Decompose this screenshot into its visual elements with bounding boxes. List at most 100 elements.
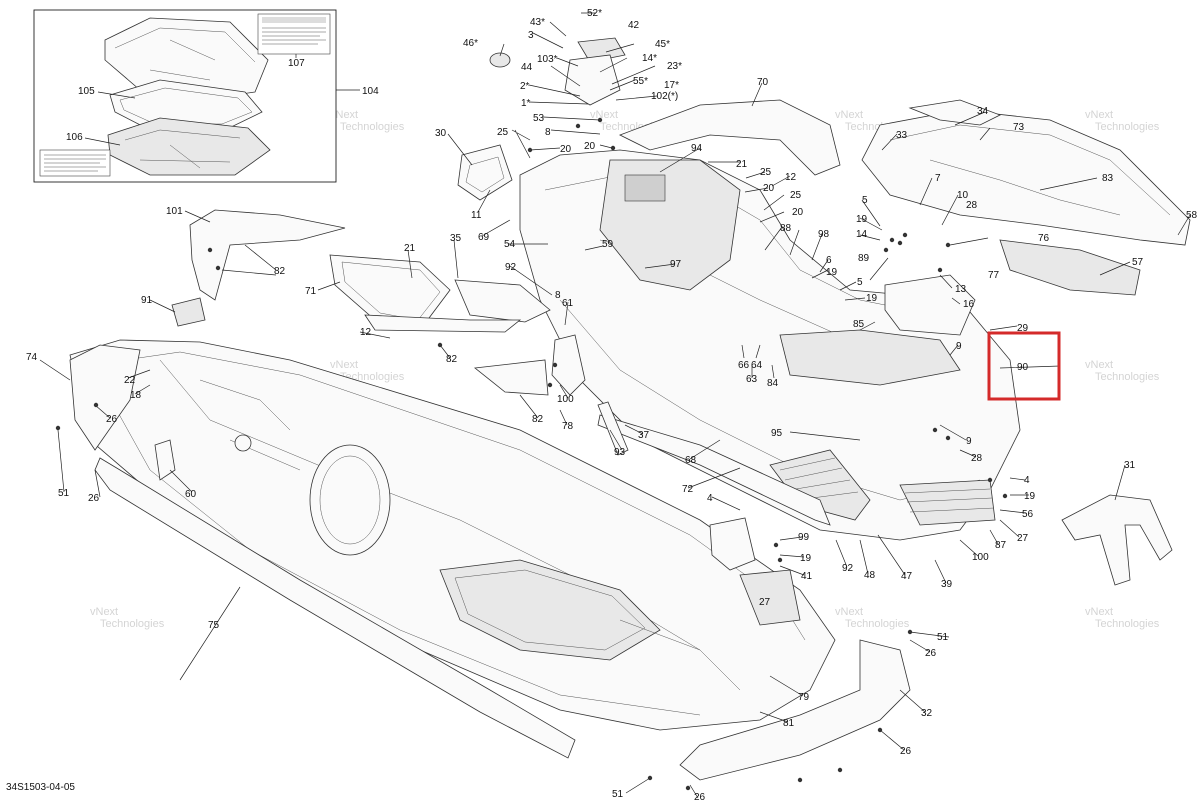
callout-label: 19	[826, 267, 838, 278]
callout-label: 39	[941, 579, 953, 590]
callout-label: 8	[545, 127, 551, 138]
callout-label: 10	[957, 190, 969, 201]
callout-label: 8	[555, 290, 561, 301]
callout-label: 14	[856, 229, 868, 240]
callout-label: 51	[937, 632, 949, 643]
callout-label: 84	[767, 378, 779, 389]
callout-labels: 52* 42 43* 3 46* 45* 103* 14* 23* 44 55*…	[26, 8, 1198, 803]
callout-label: 73	[1013, 122, 1025, 133]
callout-label: 52*	[587, 8, 602, 19]
callout-label: 60	[185, 489, 197, 500]
callout-label: 19	[866, 293, 878, 304]
callout-label: 35	[450, 233, 462, 244]
callout-label: 58	[1186, 210, 1198, 221]
callout-label: 69	[478, 232, 490, 243]
highlight-box	[987, 331, 1061, 401]
callout-label: 82	[446, 354, 458, 365]
fastener-dot	[777, 557, 783, 563]
callout-label: 74	[26, 352, 38, 363]
callout-label: 19	[856, 214, 868, 225]
callout-label: 26	[925, 648, 937, 659]
callout-label: 23*	[667, 61, 682, 72]
callout-label: 70	[757, 77, 769, 88]
callout-label: 98	[818, 229, 830, 240]
callout-label: 28	[971, 453, 983, 464]
callout-label: 89	[858, 253, 870, 264]
callout-label: 25	[760, 167, 772, 178]
callout-label: 76	[1038, 233, 1050, 244]
callout-label: 56	[1022, 509, 1034, 520]
fastener-dot	[93, 402, 99, 408]
callout-label: 13	[955, 284, 967, 295]
callout-label: 93	[614, 447, 626, 458]
callout-label: 18	[130, 390, 142, 401]
inset-detail-box	[33, 9, 337, 183]
watermark-text: vNext	[330, 109, 358, 121]
callout-label: 75	[208, 620, 220, 631]
watermark-text: vNext	[835, 109, 863, 121]
callout-label: 45*	[655, 39, 670, 50]
fastener-dot	[987, 477, 993, 483]
callout-label: 7	[935, 173, 941, 184]
callout-label: 29	[1017, 323, 1029, 334]
fastener-dot	[207, 247, 213, 253]
fastener-dot	[215, 265, 221, 271]
fastener-dot	[552, 362, 558, 368]
callout-label: 57	[1132, 257, 1144, 268]
fastener-dot	[685, 785, 691, 791]
callout-label: 26	[88, 493, 100, 504]
fastener-dot	[527, 147, 533, 153]
callout-label: 28	[966, 200, 978, 211]
callout-label: 6	[826, 255, 832, 266]
callout-label: 30	[435, 128, 447, 139]
callout-label: 92	[842, 563, 854, 574]
watermark-text: vNext	[1085, 109, 1113, 121]
watermark-text: vNext	[835, 606, 863, 618]
callout-label: 4	[1024, 475, 1030, 486]
watermark-text: Technologies	[340, 121, 405, 133]
callout-label: 21	[404, 243, 416, 254]
callout-label: 47	[901, 571, 913, 582]
callout-label: 82	[274, 266, 286, 277]
fastener-dot	[610, 145, 616, 151]
fastener-dot	[883, 247, 889, 253]
callout-label: 63	[746, 374, 758, 385]
callout-label: 78	[562, 421, 574, 432]
callout-label: 5	[862, 195, 868, 206]
callout-label: 81	[783, 718, 795, 729]
watermark-text: Technologies	[1095, 618, 1160, 630]
callout-label: 54	[504, 239, 516, 250]
callout-label: 2*	[520, 81, 530, 92]
watermark-text: Technologies	[1095, 371, 1160, 383]
diagram-code: 34S1503-04-05	[6, 782, 75, 793]
fastener-dot	[932, 427, 938, 433]
callout-label: 12	[360, 327, 372, 338]
fastener-dot	[575, 123, 581, 129]
callout-label: 68	[685, 455, 697, 466]
callout-label: 72	[682, 484, 694, 495]
callout-label: 1*	[521, 98, 531, 109]
callout-label: 3	[528, 30, 534, 41]
callout-label: 25	[497, 127, 509, 138]
callout-label: 25	[790, 190, 802, 201]
callout-label: 92	[505, 262, 517, 273]
callout-label: 41	[801, 571, 813, 582]
watermark-text: Technologies	[845, 618, 910, 630]
fastener-dot	[773, 542, 779, 548]
callout-label: 95	[771, 428, 783, 439]
leader-lines	[39, 12, 1191, 799]
callout-label: 55*	[633, 76, 648, 87]
callout-label: 26	[106, 414, 118, 425]
callout-label: 53	[533, 113, 545, 124]
fastener-dot	[877, 727, 883, 733]
callout-label: 87	[995, 540, 1007, 551]
callout-label: 43*	[530, 17, 545, 28]
callout-label: 32	[921, 708, 933, 719]
callout-label: 4	[707, 493, 713, 504]
callout-label: 20	[763, 183, 775, 194]
callout-label: 79	[798, 692, 810, 703]
callout-label: 99	[798, 532, 810, 543]
callout-label: 9	[956, 341, 962, 352]
callout-label: 5	[857, 277, 863, 288]
